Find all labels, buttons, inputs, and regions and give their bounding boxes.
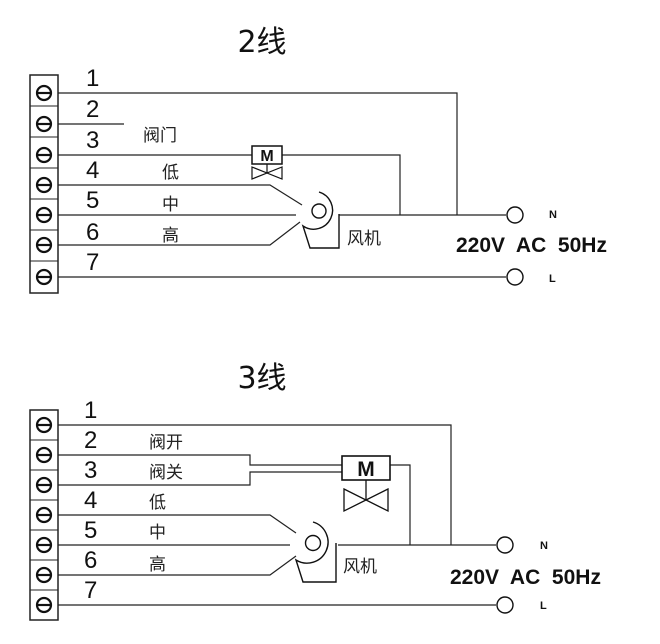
neutral-terminal-icon — [496, 536, 514, 554]
line-terminal-icon — [496, 596, 514, 614]
terminal-number: 1 — [84, 397, 97, 424]
terminal-block — [29, 74, 59, 294]
terminal-block — [29, 409, 59, 621]
wiring — [58, 424, 496, 606]
terminal-number: 3 — [86, 127, 99, 154]
fan-icon — [294, 521, 337, 583]
terminal-number: 5 — [86, 187, 99, 214]
line-terminal-icon — [506, 268, 524, 286]
diagram-3-wire: 3线 — [29, 361, 601, 621]
terminal-number: 2 — [86, 96, 99, 123]
diagram-2-wire: 2线 — [29, 25, 607, 294]
valve-motor-icon: M — [341, 455, 391, 513]
fan-icon — [301, 191, 340, 249]
speed-label-high: 高 — [162, 226, 179, 246]
line-label: L — [549, 273, 556, 285]
terminal-number: 1 — [86, 65, 99, 92]
terminal-number: 5 — [84, 517, 97, 544]
terminal-number: 6 — [86, 219, 99, 246]
neutral-label: N — [549, 209, 557, 221]
terminal-number: 7 — [84, 577, 97, 604]
speed-label-high: 高 — [149, 555, 166, 575]
terminal-number: 3 — [84, 457, 97, 484]
wiring — [58, 92, 506, 278]
speed-label-low: 低 — [149, 493, 166, 513]
neutral-terminal-icon — [506, 206, 524, 224]
fan-label: 风机 — [343, 557, 377, 577]
speed-label-mid: 中 — [162, 195, 179, 215]
supply-voltage: 220V AC 50Hz — [456, 234, 607, 257]
speed-label-mid: 中 — [149, 523, 166, 543]
valve-open-label: 阀开 — [149, 433, 183, 453]
terminal-number: 2 — [84, 427, 97, 454]
valve-label: 阀门 — [143, 126, 177, 146]
valve-motor-icon: M — [251, 145, 283, 180]
diagram-title: 3线 — [237, 361, 286, 396]
speed-label-low: 低 — [162, 163, 179, 183]
motor-label: M — [357, 458, 375, 481]
terminal-number: 7 — [86, 249, 99, 276]
valve-close-label: 阀关 — [149, 463, 183, 483]
terminal-number: 4 — [84, 487, 97, 514]
fan-label: 风机 — [347, 229, 381, 249]
motor-label: M — [260, 148, 273, 165]
supply-voltage: 220V AC 50Hz — [450, 566, 601, 589]
diagram-title: 2线 — [237, 25, 286, 60]
neutral-label: N — [540, 540, 548, 552]
terminal-number: 6 — [84, 547, 97, 574]
terminal-number: 4 — [86, 157, 99, 184]
line-label: L — [540, 600, 547, 612]
